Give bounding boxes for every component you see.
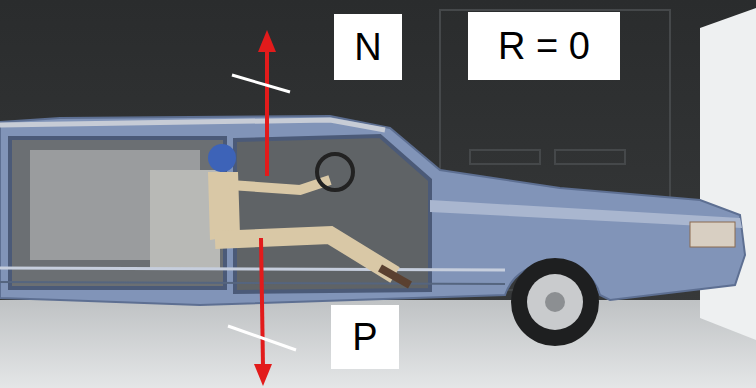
force-label: R = 0: [498, 27, 590, 65]
floor: [0, 300, 756, 388]
weight-force-arrow: [228, 238, 296, 386]
car: [0, 116, 745, 305]
label-box: R = 0: [468, 12, 620, 80]
wheel: [511, 258, 599, 346]
normal-force-arrow: [232, 30, 290, 176]
crash-barrier: [700, 8, 756, 340]
label-box: N: [334, 14, 402, 80]
force-label: P: [352, 318, 377, 356]
label-box: P: [331, 305, 399, 369]
crash-dummy: [208, 144, 410, 285]
force-label: N: [354, 28, 381, 66]
